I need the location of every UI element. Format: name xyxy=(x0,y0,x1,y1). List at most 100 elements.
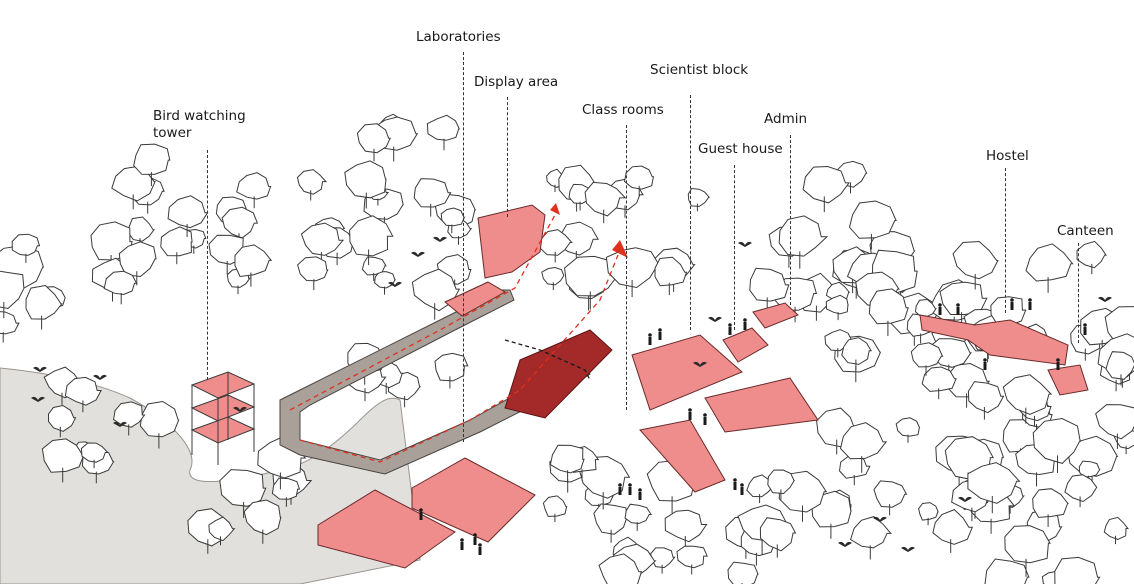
person-body xyxy=(1029,302,1032,310)
tree-crown xyxy=(594,504,627,534)
person-body xyxy=(984,362,987,370)
bird-silhouette xyxy=(411,252,425,257)
tree-crown xyxy=(1033,489,1068,518)
person-body xyxy=(629,487,632,495)
label-laboratories: Laboratories xyxy=(416,29,501,46)
tree-crown xyxy=(1003,375,1051,415)
leader-scientist-block xyxy=(690,95,691,330)
label-scientist-block: Scientist block xyxy=(650,62,748,79)
person-head xyxy=(728,323,732,327)
person-body xyxy=(461,542,464,550)
leader-laboratories xyxy=(463,52,464,442)
person-body xyxy=(649,337,652,345)
tree-crown xyxy=(222,207,257,238)
tree-crown xyxy=(427,115,459,140)
person-body xyxy=(1057,362,1060,370)
tree-crown xyxy=(345,161,386,198)
tree-crown xyxy=(625,504,651,523)
person-body xyxy=(689,412,692,420)
leader-display-area xyxy=(507,97,508,217)
person-body xyxy=(729,327,732,335)
label-bird-tower-line2: tower xyxy=(153,125,246,142)
leader-class-rooms xyxy=(626,125,627,410)
tree-crown xyxy=(362,257,386,275)
tree-crown xyxy=(933,510,972,545)
person-head xyxy=(460,538,464,542)
tree-crown xyxy=(728,562,758,584)
person-head xyxy=(1010,298,1014,302)
label-class-rooms: Class rooms xyxy=(582,102,664,119)
person-body xyxy=(741,487,744,495)
label-display-area: Display area xyxy=(474,74,558,91)
person-head xyxy=(419,508,423,512)
person-head xyxy=(740,483,744,487)
person-head xyxy=(478,543,482,547)
tree-crown xyxy=(896,418,919,436)
tree-crown xyxy=(237,173,271,199)
label-bird-tower: Bird watching tower xyxy=(153,108,246,142)
label-guest-house: Guest house xyxy=(698,141,783,158)
tree-crown xyxy=(665,510,706,541)
person-head xyxy=(473,533,477,537)
bird-silhouette xyxy=(838,542,852,547)
tree-crown xyxy=(968,382,1003,413)
leader-hostel xyxy=(1005,168,1006,313)
person-head xyxy=(628,483,632,487)
tree-crown xyxy=(688,189,709,207)
leader-admin xyxy=(790,135,791,305)
tree-crown xyxy=(0,311,19,334)
tree-crown xyxy=(129,217,154,241)
tree-crown xyxy=(1104,517,1128,539)
bird-silhouette xyxy=(901,547,915,552)
tree-crown xyxy=(779,216,827,256)
class-room-building xyxy=(505,330,612,418)
person-body xyxy=(474,537,477,545)
person-body xyxy=(704,417,707,425)
leader-guest-house xyxy=(734,165,735,330)
tree-crown xyxy=(272,478,299,499)
tree-crown xyxy=(1005,526,1050,563)
person-body xyxy=(420,512,423,520)
tree-crown xyxy=(851,517,891,548)
bird-silhouette xyxy=(33,367,47,372)
person-body xyxy=(479,547,482,555)
person-head xyxy=(983,358,987,362)
tree-crown xyxy=(1055,557,1100,584)
tree-crown xyxy=(414,179,450,207)
person-head xyxy=(688,408,692,412)
laboratories-building xyxy=(478,205,545,278)
bird-silhouette xyxy=(1098,297,1112,302)
person-head xyxy=(648,333,652,337)
tree-crown xyxy=(850,201,897,238)
person-body xyxy=(939,307,942,315)
person-head xyxy=(638,488,642,492)
person-head xyxy=(1028,298,1032,302)
person-head xyxy=(1083,323,1087,327)
person-head xyxy=(733,478,737,482)
class-room-block-a xyxy=(705,378,818,432)
label-admin: Admin xyxy=(764,111,807,128)
tree-crown xyxy=(1077,241,1106,267)
bird-silhouette xyxy=(433,237,447,242)
canteen-building xyxy=(1048,365,1088,395)
person-head xyxy=(743,318,747,322)
tree-crown xyxy=(953,242,998,279)
tree-crown xyxy=(1026,244,1073,281)
person-body xyxy=(1011,302,1014,310)
bird-tower-structure xyxy=(192,372,254,465)
person-head xyxy=(658,328,662,332)
tree-crown xyxy=(350,216,393,256)
tree-crown xyxy=(298,257,328,281)
person-head xyxy=(1056,358,1060,362)
tree-crown xyxy=(134,144,170,174)
tree-crown xyxy=(441,208,464,226)
person-head xyxy=(703,413,707,417)
leader-bird-tower xyxy=(207,150,208,380)
tree-crown xyxy=(651,548,675,568)
person-head xyxy=(938,303,942,307)
person-body xyxy=(957,307,960,315)
tree-crown xyxy=(168,196,207,228)
label-canteen: Canteen xyxy=(1057,223,1114,240)
